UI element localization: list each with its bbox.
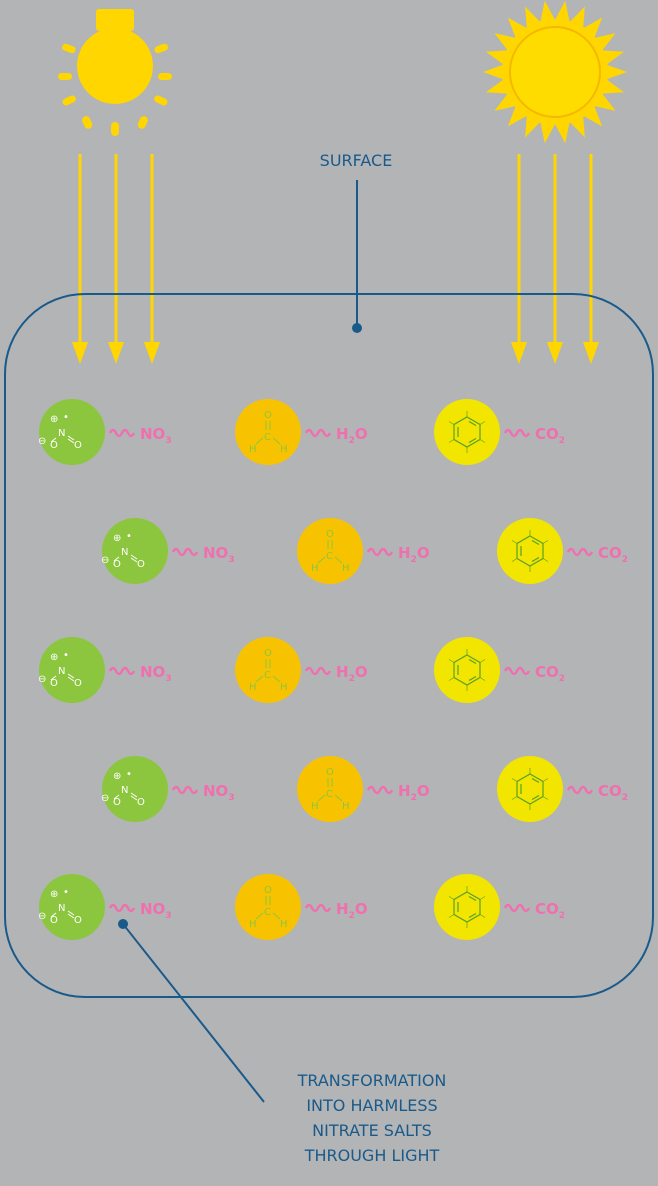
wave-connector [503,903,531,913]
wave-connector [171,785,199,795]
nitrate-circle [39,874,105,940]
nitrate-formula: NO3 [203,544,235,565]
nitrate-circle [39,399,105,465]
wave-connector [566,547,594,557]
surface-pointer-dot [352,323,362,333]
nitrate-circle [102,518,168,584]
nitrate-circle [102,756,168,822]
light-arrow [144,154,160,364]
benzene-circle [497,518,563,584]
sun-ray [583,17,603,38]
sun-ray [606,64,627,80]
formaldehyde-formula: H2O [398,544,430,565]
wave-connector [108,903,136,913]
sun-ray [507,106,527,127]
benzene-circle [434,399,500,465]
wave-connector [304,666,332,676]
nitrate-molecule: NO3 [100,756,235,822]
nitrate-formula: NO3 [140,663,172,684]
nitrate-molecule: NO3 [37,399,172,465]
wave-connector [304,903,332,913]
formaldehyde-formula: H2O [336,900,368,921]
benzene-molecule: CO2 [434,874,565,940]
benzene-circle [497,756,563,822]
wave-connector [171,547,199,557]
light-arrow [583,154,599,364]
sun-ray [485,79,508,94]
surface-container [4,293,654,998]
transformation-line-1: TRANSFORMATION [297,1071,447,1090]
benzene-molecule: CO2 [497,756,628,822]
transformation-label: TRANSFORMATION INTO HARMLESS NITRATE SAL… [230,1068,514,1168]
sun-ray [483,64,504,80]
light-arrow [511,154,527,364]
nitrate-formula: NO3 [140,900,172,921]
transformation-pointer [122,923,265,1103]
benzene-formula: CO2 [535,425,565,446]
benzene-molecule: CO2 [434,637,565,703]
sun-ray [485,50,508,65]
benzene-molecule: CO2 [497,518,628,584]
nitrate-circle [39,637,105,703]
light-arrow [108,154,124,364]
wave-connector [108,666,136,676]
formaldehyde-molecule: H2O [235,874,368,940]
benzene-molecule: CO2 [434,399,565,465]
transformation-pointer-dot [118,919,128,929]
light-bulb-icon [58,9,172,136]
nitrate-molecule: NO3 [100,518,235,584]
wave-connector [503,666,531,676]
light-arrow [72,154,88,364]
transformation-line-4: THROUGH LIGHT [304,1146,440,1165]
sun-ray [602,79,625,94]
sun-ray [507,17,527,38]
nitrate-molecule: NO3 [37,874,172,940]
sun-ray [540,0,555,23]
surface-label: SURFACE [320,151,393,170]
sun-ray [555,121,570,144]
sun-ray [602,50,625,65]
formaldehyde-formula: H2O [336,663,368,684]
wave-connector [503,428,531,438]
formaldehyde-molecule: H2O [297,518,430,584]
benzene-circle [434,637,500,703]
light-arrows [72,154,599,364]
wave-connector [566,785,594,795]
sun-icon [483,0,627,144]
transformation-line-3: NITRATE SALTS [312,1121,432,1140]
wave-connector [108,428,136,438]
formaldehyde-molecule: H2O [235,637,368,703]
sun-ray [540,121,555,144]
wave-connector [366,547,394,557]
wave-connector [366,785,394,795]
wave-connector [304,428,332,438]
benzene-formula: CO2 [598,782,628,803]
light-arrow [547,154,563,364]
nitrate-molecule: NO3 [37,637,172,703]
sun-ray [555,0,570,23]
formaldehyde-formula: H2O [336,425,368,446]
formaldehyde-formula: H2O [398,782,430,803]
formaldehyde-molecule: H2O [235,399,368,465]
benzene-formula: CO2 [535,900,565,921]
benzene-formula: CO2 [598,544,628,565]
formaldehyde-molecule: H2O [297,756,430,822]
benzene-circle [434,874,500,940]
sun-ray [583,106,603,127]
transformation-line-2: INTO HARMLESS [306,1096,438,1115]
nitrate-formula: NO3 [203,782,235,803]
nitrate-formula: NO3 [140,425,172,446]
benzene-formula: CO2 [535,663,565,684]
